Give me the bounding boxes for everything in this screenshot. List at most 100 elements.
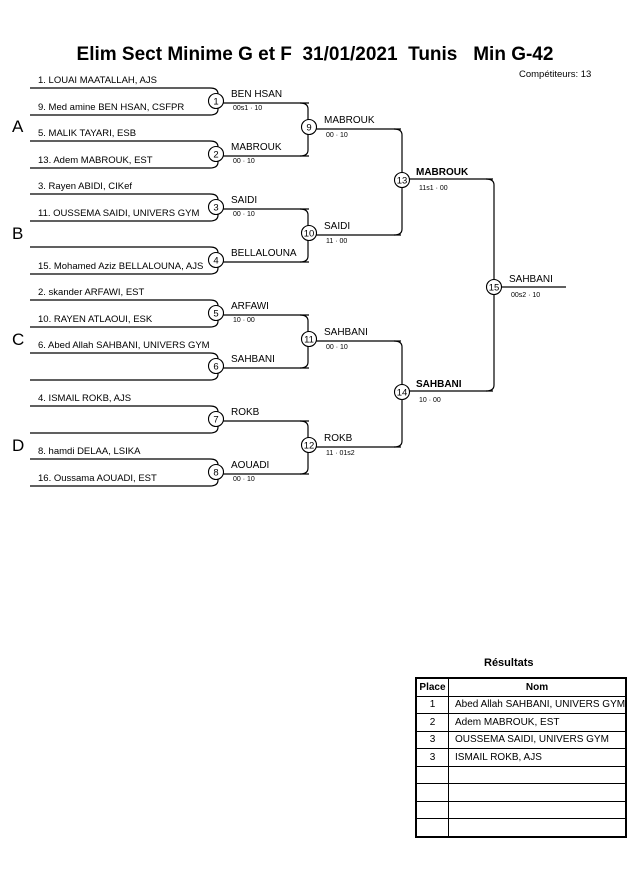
match-score: 00 · 10: [233, 211, 255, 218]
match-number: 9: [306, 123, 311, 134]
match-score: 11 · 00: [326, 238, 347, 245]
entrant-name: 1. LOUAI MAATALLAH, AJS: [38, 75, 157, 86]
entrant-name: 16. Oussama AOUADI, EST: [38, 473, 157, 484]
entrant-name: 5. MALIK TAYARI, ESB: [38, 128, 136, 139]
match-winner: MABROUK: [416, 167, 469, 178]
match-number-circle: [300, 118, 318, 136]
result-name: OUSSEMA SAIDI, UNIVERS GYM: [448, 730, 627, 749]
group-letter: A: [12, 117, 24, 136]
match-winner: ROKB: [231, 407, 260, 418]
match-number: 15: [489, 283, 500, 294]
match-number: 4: [213, 256, 218, 267]
match-winner: SAHBANI: [324, 327, 368, 338]
entrant-name: 11. OUSSEMA SAIDI, UNIVERS GYM: [38, 208, 199, 219]
result-name: Adem MABROUK, EST: [448, 713, 627, 732]
entrant-name: 8. hamdi DELAA, LSIKA: [38, 446, 141, 457]
match-number-circle: [207, 198, 225, 216]
match-score: 00 · 10: [233, 476, 255, 483]
result-place: [415, 765, 449, 784]
group-letter: D: [12, 436, 24, 455]
page-title: Elim Sect Minime G et F 31/01/2021 Tunis…: [76, 44, 554, 65]
results-header-name: Nom: [448, 677, 627, 697]
match-number: 7: [213, 415, 218, 426]
result-place: [415, 800, 449, 819]
match-number: 11: [304, 335, 314, 346]
match-score: 00 · 10: [326, 344, 348, 351]
results-title: Résultats: [484, 657, 534, 669]
match-number-circle: [300, 224, 318, 242]
result-place: [415, 783, 449, 802]
match-score: 11s1 · 00: [419, 185, 448, 192]
match-number: 12: [304, 441, 315, 452]
result-name: [448, 765, 627, 784]
match-number: 3: [213, 203, 218, 214]
result-place: 3: [415, 730, 449, 749]
competitor-count: Compétiteurs: 13: [519, 69, 592, 80]
match-number-circle: [207, 251, 225, 269]
match-score: 00s1 · 10: [233, 105, 262, 112]
results-row: [415, 818, 627, 837]
results-row: [415, 765, 627, 784]
match-winner: SAIDI: [324, 221, 350, 232]
match-number-circle: [207, 410, 225, 428]
match-number: 8: [213, 468, 218, 479]
match-number: 6: [213, 362, 218, 373]
result-place: 1: [415, 695, 449, 714]
result-name: Abed Allah SAHBANI, UNIVERS GYM: [448, 695, 627, 714]
match-score: 11 · 01s2: [326, 450, 355, 457]
match-winner: MABROUK: [324, 115, 375, 126]
result-name: [448, 800, 627, 819]
match-number-circle: [393, 383, 411, 401]
entrant-name: 3. Rayen ABIDI, CIKef: [38, 181, 132, 192]
results-header-place: Place: [415, 677, 449, 697]
entrant-name: 6. Abed Allah SAHBANI, UNIVERS GYM: [38, 340, 210, 351]
entrant-name: 2. skander ARFAWI, EST: [38, 287, 144, 298]
match-number: 10: [304, 229, 315, 240]
match-number-circle: [300, 436, 318, 454]
match-number-circle: [393, 171, 411, 189]
entrant-name: 10. RAYEN ATLAOUI, ESK: [38, 314, 153, 325]
match-score: 00 · 10: [233, 158, 255, 165]
match-number-circle: [485, 278, 503, 296]
results-row: [415, 800, 627, 819]
bracket-diagram: 1. LOUAI MAATALLAH, AJS 9. Med amine BEN …: [12, 75, 566, 487]
group-letter: B: [12, 224, 23, 243]
match-winner: ROKB: [324, 433, 353, 444]
result-name: [448, 818, 627, 837]
match-number-circle: [300, 330, 318, 348]
entrant-name: 4. ISMAIL ROKB, AJS: [38, 393, 131, 404]
results-row: [415, 783, 627, 802]
match-number-circle: [207, 357, 225, 375]
result-place: 3: [415, 748, 449, 767]
results-header-row: Place Nom: [415, 677, 627, 697]
match-number-circle: [207, 463, 225, 481]
result-place: 2: [415, 713, 449, 732]
match-winner: BELLALOUNA: [231, 248, 297, 259]
match-winner: AOUADI: [231, 460, 269, 471]
match-score: 10 · 00: [233, 317, 255, 324]
match-score: 10 · 00: [419, 397, 441, 404]
match-winner: SAHBANI: [416, 379, 462, 390]
group-letter: C: [12, 330, 24, 349]
match-number: 1: [213, 97, 218, 108]
match-winner: SAIDI: [231, 195, 257, 206]
entrant-name: 13. Adem MABROUK, EST: [38, 155, 153, 166]
match-number: 5: [213, 309, 218, 320]
match-score: 00 · 10: [326, 132, 348, 139]
match-score: 00s2 · 10: [511, 292, 540, 299]
result-name: [448, 783, 627, 802]
entrant-name: 9. Med amine BEN HSAN, CSFPR: [38, 102, 184, 113]
match-number: 14: [397, 388, 408, 399]
match-number: 2: [213, 150, 218, 161]
entrant-name: 15. Mohamed Aziz BELLALOUNA, AJS: [38, 261, 203, 272]
match-number-circle: [207, 145, 225, 163]
match-winner: SAHBANI: [231, 354, 275, 365]
result-name: ISMAIL ROKB, AJS: [448, 748, 627, 767]
result-place: [415, 818, 449, 837]
match-number: 13: [397, 176, 408, 187]
champion-name: SAHBANI: [509, 274, 553, 285]
